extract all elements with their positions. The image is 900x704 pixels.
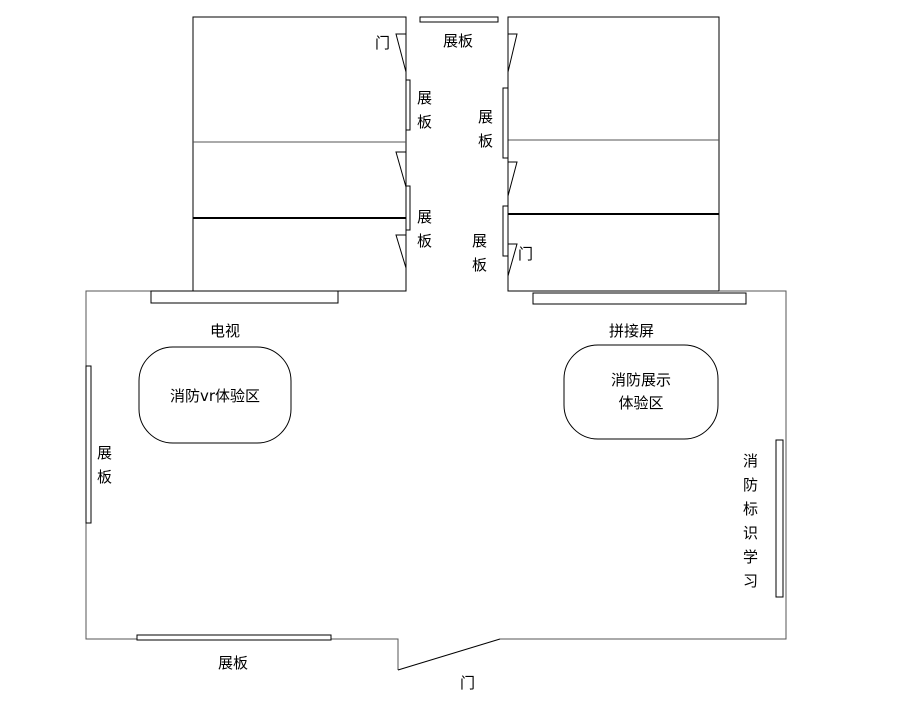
vr-zone-label: 消防vr体验区 (170, 387, 260, 405)
right-corridor-panel-1-label-a: 展 (478, 108, 493, 126)
door-label-top-left: 门 (375, 34, 390, 52)
bottom-panel (136, 634, 332, 641)
left-corridor-panel-1-label-b: 板 (417, 113, 432, 131)
tv-label: 电视 (210, 322, 240, 340)
left-corridor-panel-1 (405, 79, 411, 131)
right-corridor-panel-1-label-b: 板 (478, 132, 493, 150)
door-label-right-corridor: 门 (518, 245, 533, 263)
door-swing-icon (507, 243, 518, 277)
left-wall-panel-label-a: 展 (97, 444, 112, 462)
sign-learning-panel (775, 439, 784, 598)
right-corridor-panel-2-label-b: 板 (472, 256, 487, 274)
left-corridor-panel-1-label-a: 展 (417, 89, 432, 107)
sign-learning-label: 消 防 标 识 学 习 (743, 452, 758, 590)
svg-text:习: 习 (743, 572, 758, 590)
corridor-top-panel (419, 16, 499, 23)
vr-zone (138, 346, 292, 444)
left-corridor-panel-2-label-b: 板 (417, 232, 432, 250)
main-door-leaf (397, 638, 501, 671)
display-zone (563, 344, 719, 440)
upper-left-rooms (192, 16, 407, 292)
left-corridor-panel-2 (405, 185, 411, 231)
main-hall-wall-left (85, 290, 399, 670)
right-corridor-panel-2-label-a: 展 (472, 232, 487, 250)
door-swing-icon (507, 33, 518, 73)
right-corridor-panel-2 (502, 205, 509, 257)
splice-screen (532, 292, 747, 305)
main-door-label: 门 (460, 674, 475, 692)
svg-text:消: 消 (743, 452, 758, 470)
display-zone-label-line2: 体验区 (618, 394, 663, 412)
svg-text:防: 防 (743, 476, 758, 494)
upper-left-room-outline (192, 16, 407, 292)
corridor-top-panel-label: 展板 (443, 32, 473, 50)
svg-text:识: 识 (743, 524, 758, 542)
upper-right-rooms (507, 16, 720, 292)
display-zone-label-line1: 消防展示 (611, 371, 671, 389)
left-wall-panel (85, 365, 92, 524)
bottom-panel-label: 展板 (218, 654, 248, 672)
door-swing-icon (507, 161, 518, 197)
upper-right-room-outline (507, 16, 720, 292)
tv-screen (150, 290, 339, 304)
right-corridor-panel-1 (502, 87, 509, 159)
door-swing-icon (395, 234, 407, 269)
svg-text:学: 学 (743, 548, 758, 566)
door-swing-icon (395, 33, 407, 73)
left-wall-panel-label-b: 板 (97, 468, 112, 486)
splice-screen-label: 拼接屏 (609, 322, 654, 340)
main-hall-wall-right (500, 290, 787, 640)
door-swing-icon (395, 151, 407, 188)
left-corridor-panel-2-label-a: 展 (417, 208, 432, 226)
svg-text:标: 标 (743, 500, 758, 518)
